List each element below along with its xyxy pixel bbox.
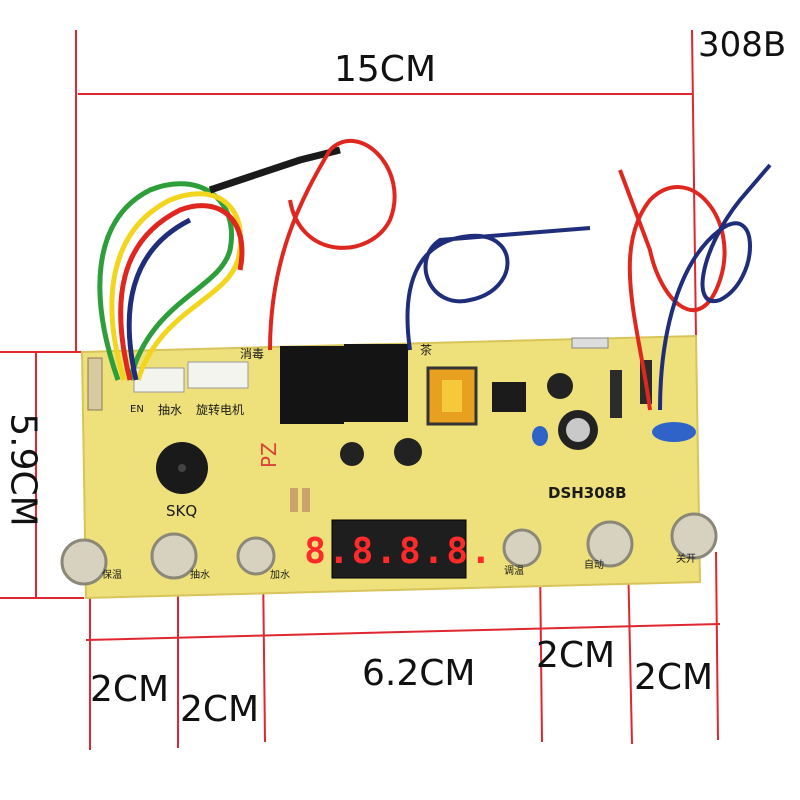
pcb-board: 8.8.8.8. DSH308B SKQ PZ EN 抽水 旋转电机 消毒 茶 xyxy=(80,334,702,600)
pcb-pz-label: PZ xyxy=(257,442,281,468)
spring-contact-auto xyxy=(586,520,634,568)
wire-red-left xyxy=(118,203,245,381)
wire-bundle-center xyxy=(268,139,591,351)
connector-white-2 xyxy=(187,361,249,389)
height-dimension-label: 5.9CM xyxy=(2,413,44,527)
pcb-substrate xyxy=(80,334,702,600)
pcb-connector-label-motor: 旋转电机 xyxy=(196,402,244,417)
capacitor-4-top xyxy=(566,418,590,442)
wire-blue-left xyxy=(126,217,192,381)
pcb-top-label-tea: 茶 xyxy=(420,342,432,357)
model-label: 308B xyxy=(698,25,787,65)
capacitor-1 xyxy=(340,442,364,466)
pcb-connector-label-en: EN xyxy=(130,404,144,415)
spring-contact-temp xyxy=(502,528,542,568)
spacing-dim-line xyxy=(85,623,721,641)
display-digits: 8.8.8.8. xyxy=(304,531,493,572)
seven-segment-display xyxy=(331,519,467,579)
resistor-1 xyxy=(290,488,298,512)
spacing-label-2: 2CM xyxy=(180,689,260,730)
pcb-connector-label-pump: 抽水 xyxy=(158,403,182,417)
wire-green xyxy=(97,181,234,381)
resistor-2 xyxy=(302,488,310,512)
spacing-label-1: 2CM xyxy=(90,669,170,710)
wire-bundle-left xyxy=(97,146,341,381)
button-label-keep-warm: 保温 xyxy=(102,568,122,581)
spacing-label-4: 2CM xyxy=(536,635,616,676)
wire-red-right xyxy=(618,169,727,411)
button-label-power: 关开 xyxy=(676,552,696,565)
pcb-skq-label: SKQ xyxy=(166,502,197,520)
width-dimension-label: 15CM xyxy=(334,49,437,90)
transformer-core xyxy=(442,380,462,412)
terminal-left xyxy=(87,357,103,411)
capacitor-3 xyxy=(547,373,573,399)
spacing-tick-6 xyxy=(715,551,719,741)
spacing-tick-4 xyxy=(539,559,543,743)
button-label-temp: 调温 xyxy=(504,565,524,577)
button-labels: 保温 抽水 加水 调温 自动 关开 xyxy=(102,552,696,581)
pcb-model-print: DSH308B xyxy=(548,484,627,502)
dimension-lines xyxy=(0,29,721,750)
button-label-pump: 抽水 xyxy=(190,568,210,581)
spacing-label-3: 6.2CM xyxy=(362,653,476,694)
ic-chip xyxy=(492,382,526,412)
spacing-tick-3 xyxy=(262,564,266,743)
spacing-tick-5 xyxy=(627,557,633,745)
spring-contact-keep-warm xyxy=(60,538,108,586)
button-label-auto: 自动 xyxy=(584,558,604,571)
wire-bundle-right xyxy=(618,163,772,411)
buzzer-hole xyxy=(178,464,186,472)
wire-yellow xyxy=(109,191,244,381)
spring-contact-pump xyxy=(150,532,198,580)
blue-capacitor-1 xyxy=(532,426,548,446)
pcb-top-label-disinfect: 消毒 xyxy=(240,347,264,361)
fuse xyxy=(571,337,609,349)
spring-contacts xyxy=(60,512,718,586)
button-label-add-water: 加水 xyxy=(270,569,290,581)
width-ext-right xyxy=(691,29,697,339)
wire-red-center xyxy=(268,139,397,351)
spring-contact-add-water xyxy=(236,536,276,576)
blue-capacitor-2 xyxy=(652,422,696,442)
relay-2 xyxy=(344,344,408,422)
spring-contact-power xyxy=(670,512,718,560)
relay-1 xyxy=(280,346,344,424)
spacing-label-5: 2CM xyxy=(634,657,714,698)
wire-blue-right xyxy=(658,163,772,411)
capacitor-2 xyxy=(394,438,422,466)
component-right xyxy=(610,370,622,418)
wire-blue-center xyxy=(405,226,591,351)
